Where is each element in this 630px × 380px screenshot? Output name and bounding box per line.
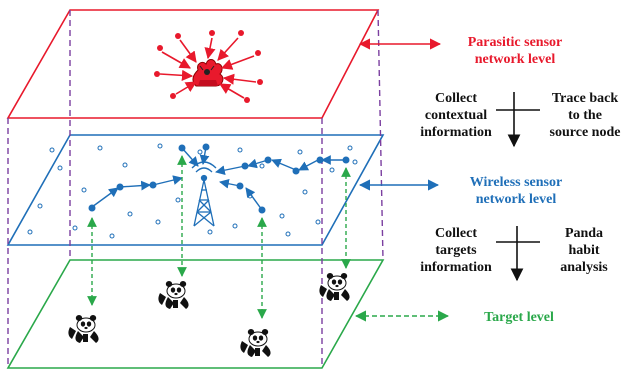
wireless-plane: [6, 134, 385, 246]
process-bottom-left-1: Collect: [435, 226, 477, 241]
panda-icon: [318, 272, 351, 302]
process-top-left-3: information: [420, 125, 492, 140]
process-bottom: Collect targets information Panda habit …: [420, 226, 608, 282]
process-top-left-2: contextual: [425, 108, 487, 123]
routing-nodes: [88, 143, 350, 214]
process-bottom-right-1: Panda: [565, 226, 603, 241]
target-label: Target level: [484, 310, 554, 325]
exploding-node-icon: [192, 59, 224, 87]
frame-dashed-edges: [7, 9, 384, 368]
sensor-field: [27, 143, 358, 239]
sensing-links: [87, 155, 351, 319]
routing-paths: [91, 146, 346, 211]
process-top-right-1: Trace back: [552, 91, 618, 106]
target-plane: [6, 259, 385, 369]
process-bottom-left-2: targets: [435, 243, 477, 258]
panda-icon: [67, 314, 100, 344]
panda-icon: [157, 280, 190, 310]
parasitic-arrows: [159, 37, 257, 99]
panda-icon: [239, 328, 272, 358]
process-bottom-right-2: habit: [568, 243, 599, 258]
parasitic-label-line2: network level: [475, 52, 556, 67]
parasitic-plane: [6, 9, 380, 119]
parasitic-label-line1: Parasitic sensor: [468, 35, 562, 50]
process-bottom-right-3: analysis: [560, 260, 608, 275]
process-top-left-1: Collect: [435, 91, 477, 106]
process-top: Collect contextual information Trace bac…: [420, 91, 621, 148]
base-station-tower-icon: [191, 161, 217, 227]
wireless-label-line2: network level: [476, 192, 557, 207]
process-top-right-3: source node: [550, 125, 621, 140]
process-bottom-left-3: information: [420, 260, 492, 275]
wireless-label-line1: Wireless sensor: [470, 175, 562, 190]
parasitic-nodes: [154, 30, 263, 103]
process-top-right-2: to the: [568, 108, 602, 123]
